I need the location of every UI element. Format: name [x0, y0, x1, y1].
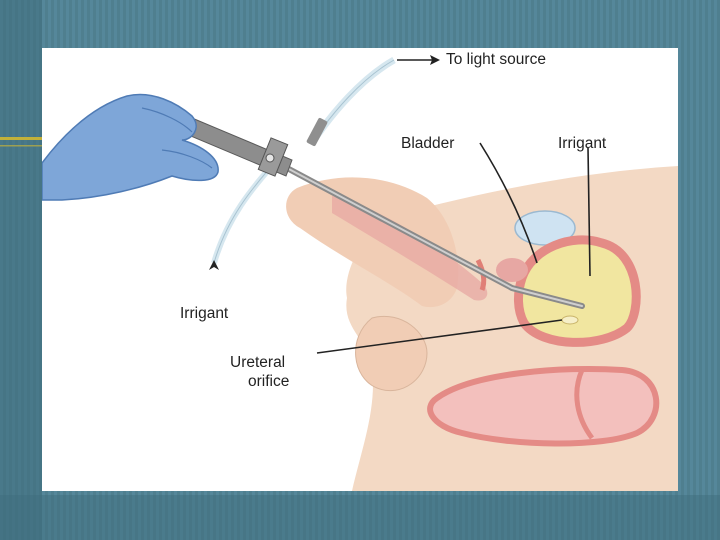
- penis: [286, 177, 459, 308]
- label-irrigant-tube: Irrigant: [180, 305, 229, 322]
- label-irrigant-bladder: Irrigant: [558, 135, 607, 152]
- slide-left-bar: [0, 0, 42, 540]
- bladder-wall: [514, 235, 641, 347]
- label-ureteral: Ureteral: [230, 354, 286, 371]
- arrowheads: [209, 55, 440, 270]
- ureteral-orifice: [561, 315, 579, 325]
- figure-panel: To light source Bladder Irrigant Irrigan…: [42, 48, 678, 491]
- label-to-light-source: To light source: [446, 51, 546, 68]
- slide-accent-line: [0, 137, 42, 140]
- leader-lines: [213, 59, 591, 354]
- label-orifice: orifice: [248, 373, 290, 390]
- irrigant-tube: [211, 158, 280, 264]
- light-connector: [306, 117, 328, 147]
- rectum: [427, 365, 660, 447]
- pubic-bone: [514, 210, 576, 246]
- gloved-hand: [42, 93, 219, 201]
- cystoscopy-illustration: [42, 55, 678, 491]
- label-bladder: Bladder: [401, 135, 455, 152]
- prostate: [496, 258, 528, 282]
- urethra-tissue: [332, 196, 488, 301]
- scrotum: [355, 315, 428, 392]
- light-cable: [309, 56, 396, 145]
